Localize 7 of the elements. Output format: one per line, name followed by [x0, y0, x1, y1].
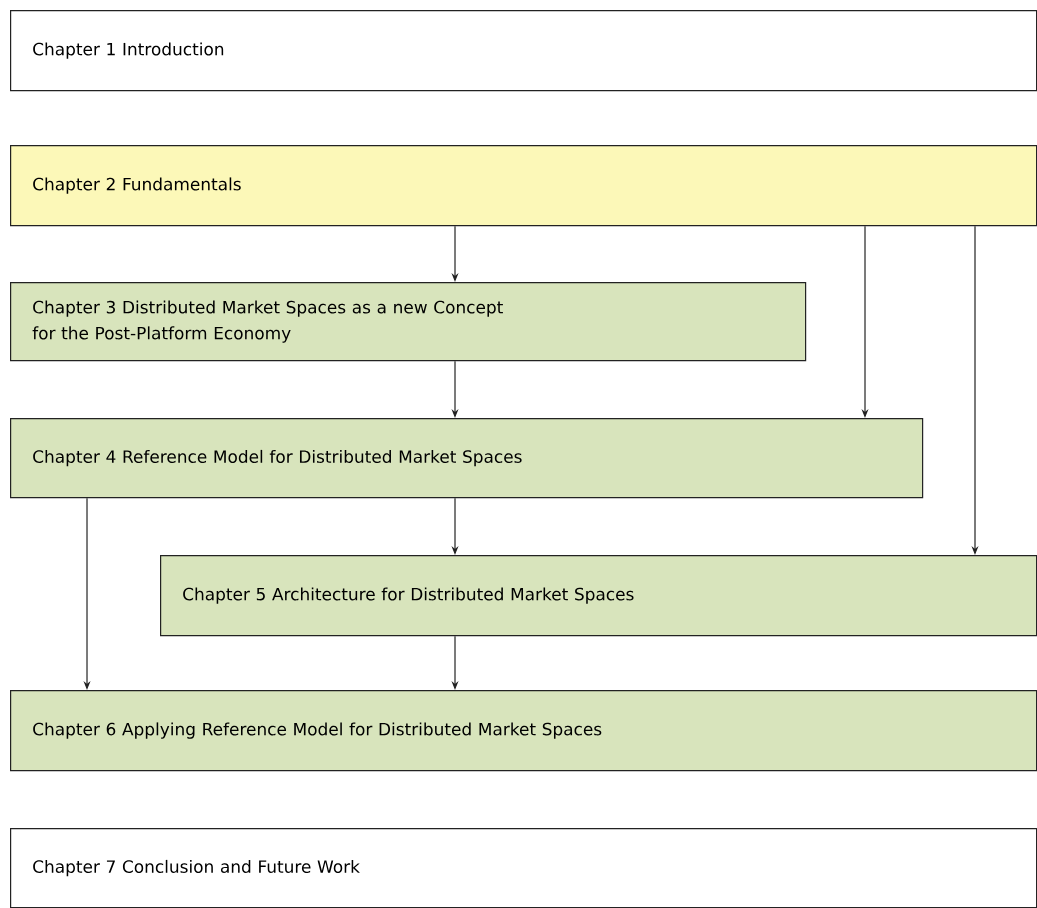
chapter-box: Chapter 5 Architecture for Distributed Market Spaces: [160, 555, 1037, 637]
chapter-box: Chapter 7 Conclusion and Future Work: [10, 828, 1037, 908]
chapter-box: Chapter 2 Fundamentals: [10, 145, 1037, 227]
chapter-box: Chapter 3 Distributed Market Spaces as a new Concept for the Post-Platform Economy: [10, 282, 807, 362]
chapter-box: Chapter 1 Introduction: [10, 10, 1037, 92]
chapter-box: Chapter 4 Reference Model for Distributed Market Spaces: [10, 418, 924, 499]
chapter-box: Chapter 6 Applying Reference Model for Distributed Market Spaces: [10, 690, 1037, 772]
